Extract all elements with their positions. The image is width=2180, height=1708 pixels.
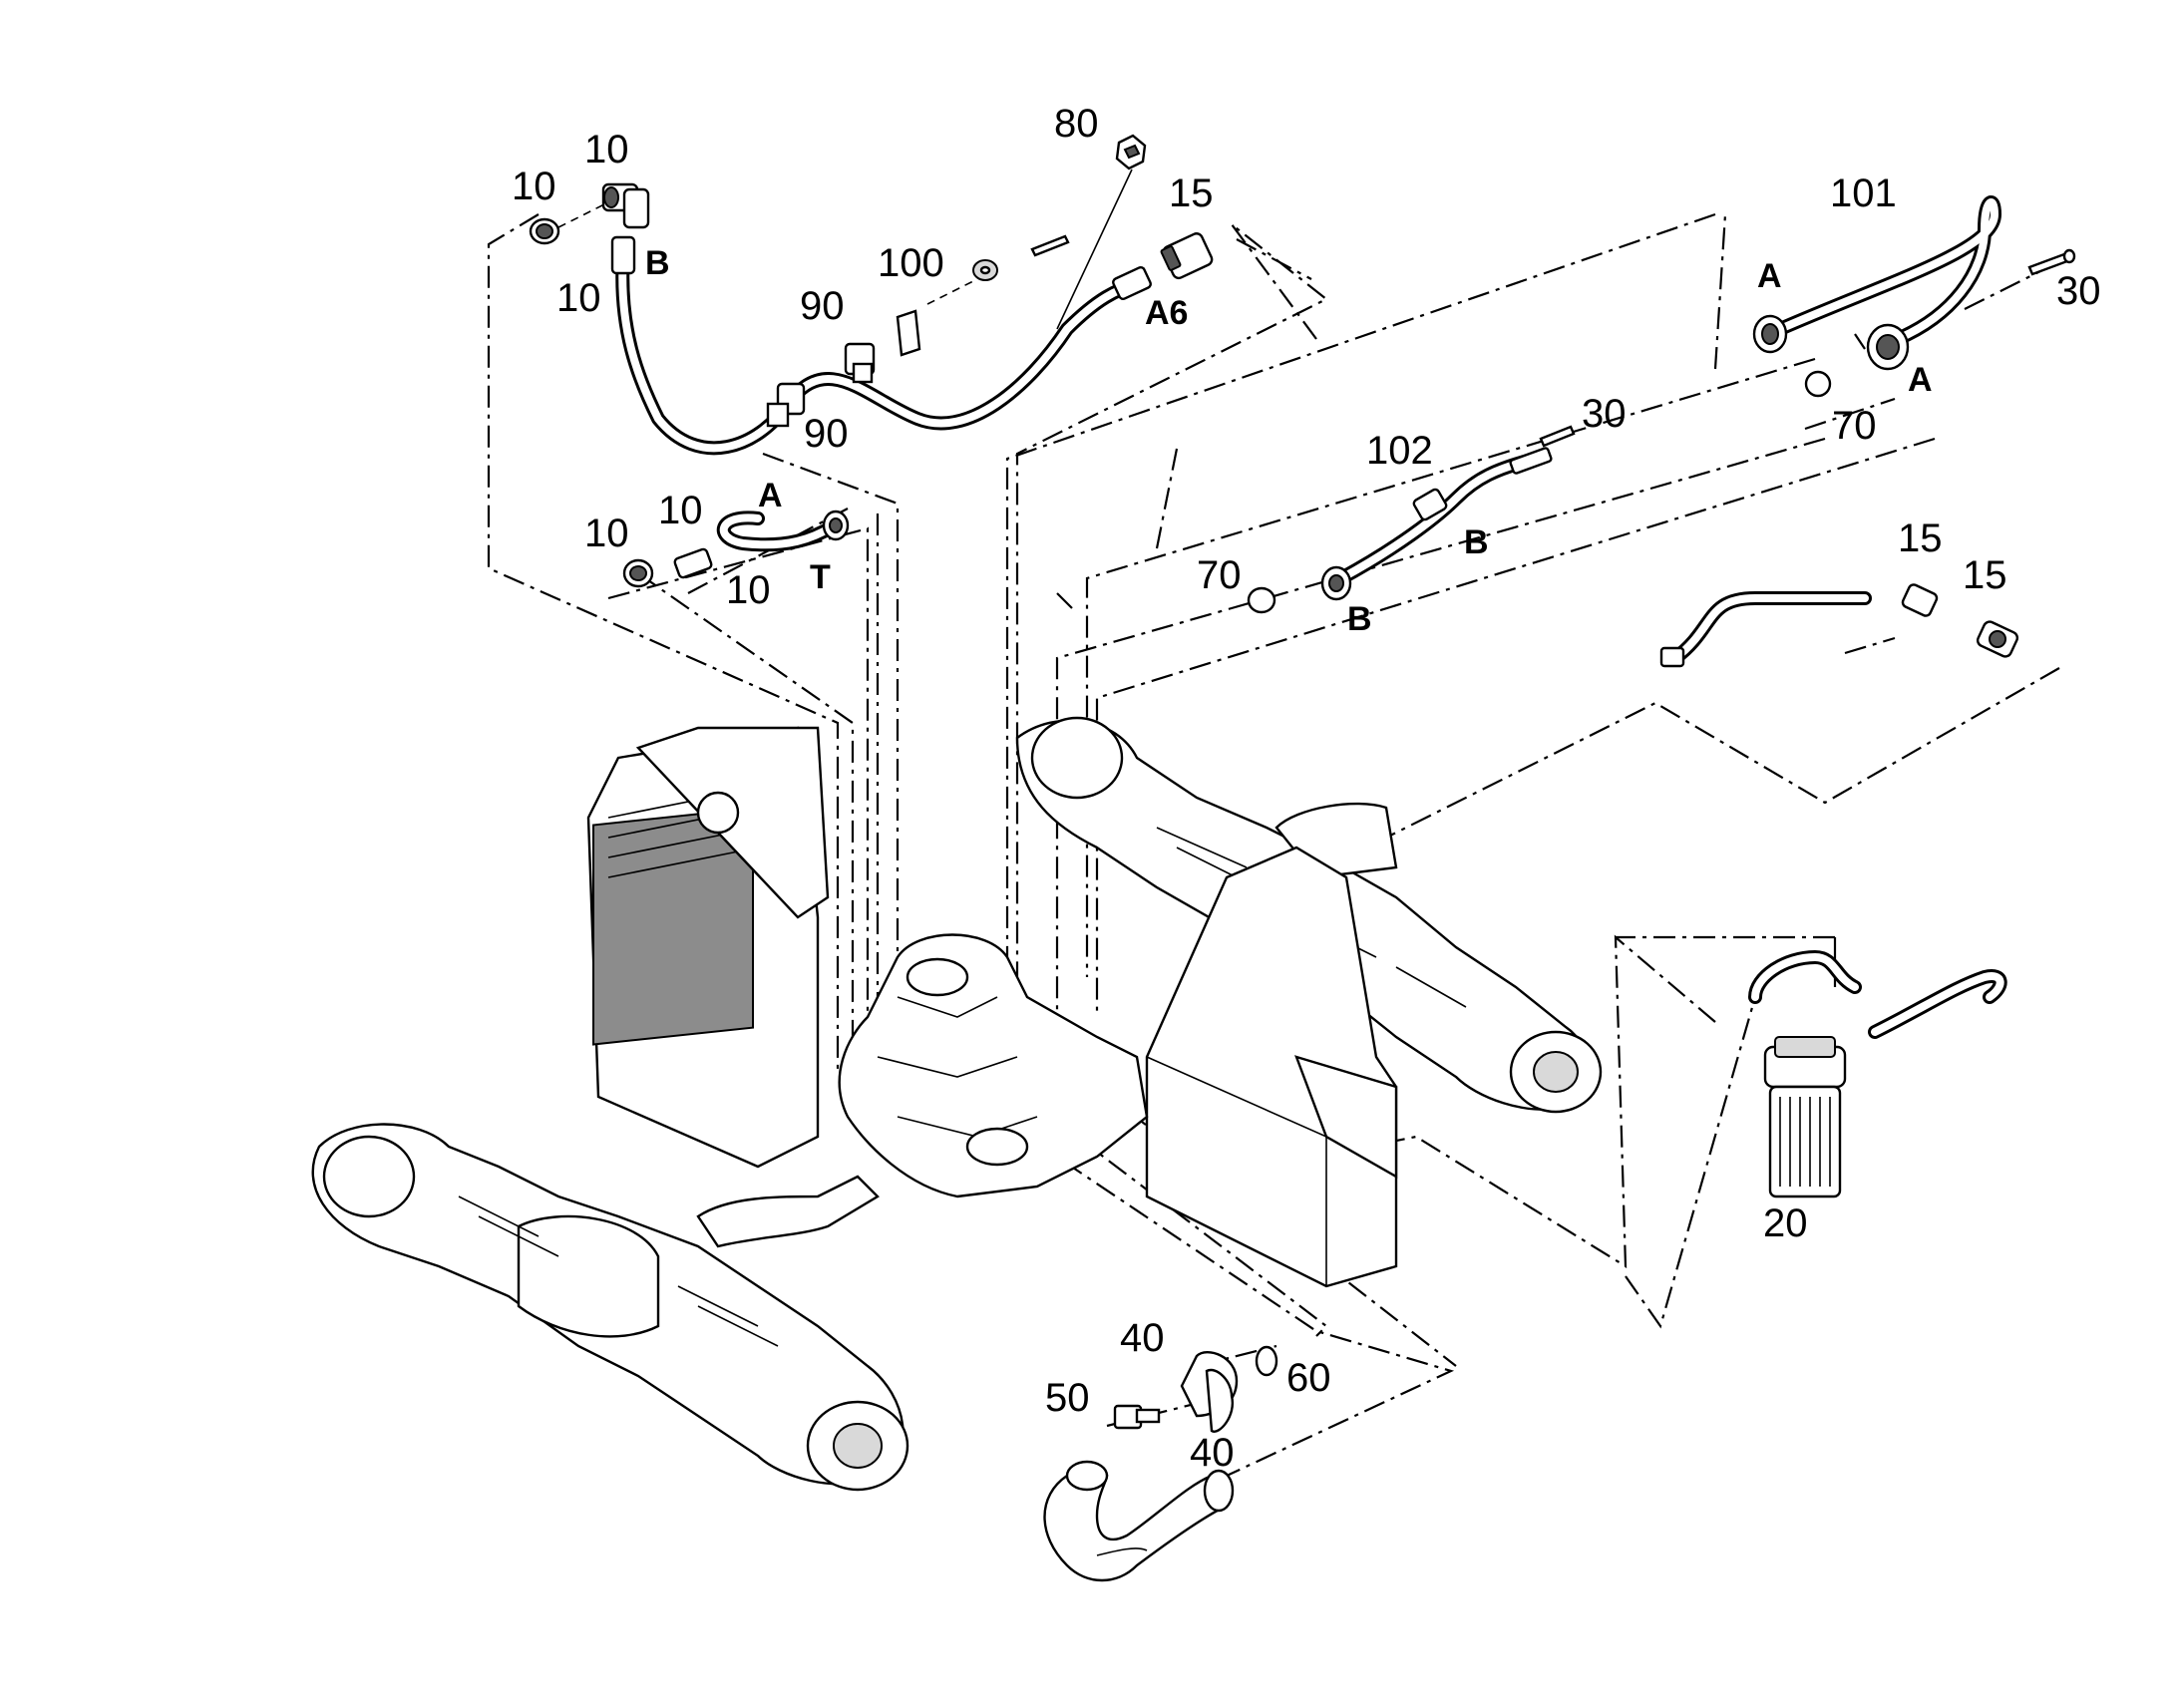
elbow-fitting (601, 182, 650, 229)
flange-assembly (1043, 1345, 1278, 1582)
port-label-b-top-hose: B (645, 244, 670, 282)
label-50-bolt: 50 (1045, 1376, 1090, 1420)
hose-101 (1752, 195, 2076, 398)
center-frame (1145, 846, 1398, 1288)
label-10-hose-short: 10 (726, 568, 771, 612)
port-label-b-hose102-right: B (1464, 523, 1489, 561)
label-30-bolt-top: 30 (2056, 269, 2101, 313)
adapter-fitting (673, 547, 713, 579)
top-hose-assembly (529, 134, 1214, 456)
label-90-clamp-upper: 90 (800, 284, 845, 328)
clamp-90-upper (844, 342, 876, 384)
label-40-flange-bottom: 40 (1190, 1431, 1235, 1475)
label-70-oring-top: 70 (1832, 404, 1877, 448)
label-102-hose: 102 (1366, 429, 1433, 473)
label-20-filter: 20 (1763, 1201, 1808, 1245)
clamp-90-lower (766, 382, 806, 428)
label-15-connector: 15 (1169, 171, 1214, 215)
label-40-flange-top: 40 (1120, 1316, 1165, 1360)
hose-102 (1247, 425, 1576, 614)
port-letter-labels: A A A A6 B B B T (645, 244, 1933, 638)
short-hose-assembly (622, 510, 850, 588)
port-label-a6: A6 (1145, 294, 1188, 332)
label-10-adapter-a: 10 (584, 512, 629, 555)
part-number-labels: 10 10 10 10 10 10 15 15 15 20 30 30 40 4… (512, 102, 2101, 1475)
label-15-hose-right: 15 (1898, 516, 1943, 560)
label-100-plate: 100 (878, 241, 944, 285)
nut-fitting-2 (622, 558, 654, 588)
label-10-adapter-b: 10 (658, 489, 703, 532)
label-10-nut: 10 (512, 165, 556, 208)
nut-80 (1115, 134, 1147, 171)
port-label-t: T (810, 558, 831, 596)
connector-fitting (1160, 232, 1214, 280)
port-label-a-hose101-left: A (1757, 257, 1782, 295)
label-10-hose: 10 (556, 276, 601, 320)
front-axle (311, 1123, 909, 1492)
nut-fitting (529, 217, 560, 245)
label-80-nut: 80 (1054, 102, 1099, 146)
label-90-clamp-lower: 90 (804, 412, 849, 456)
port-label-a-short-hose: A (758, 477, 783, 514)
label-30-bolt-middle: 30 (1582, 392, 1627, 436)
leader-lines (487, 212, 2060, 1477)
label-10-elbow: 10 (584, 128, 629, 171)
label-101-hose: 101 (1830, 171, 1897, 215)
plate-100 (896, 309, 921, 357)
transmission (838, 933, 1149, 1198)
label-15-fitting-right: 15 (1963, 553, 2007, 597)
port-label-a-hose101-right: A (1908, 361, 1933, 399)
label-70-oring-middle: 70 (1197, 553, 1242, 597)
radiator (586, 726, 830, 1169)
filter-20 (1748, 949, 2007, 1198)
label-60-oring: 60 (1286, 1356, 1331, 1400)
hose-15-right (1659, 583, 2019, 668)
port-label-b-hose102-left: B (1347, 600, 1372, 638)
